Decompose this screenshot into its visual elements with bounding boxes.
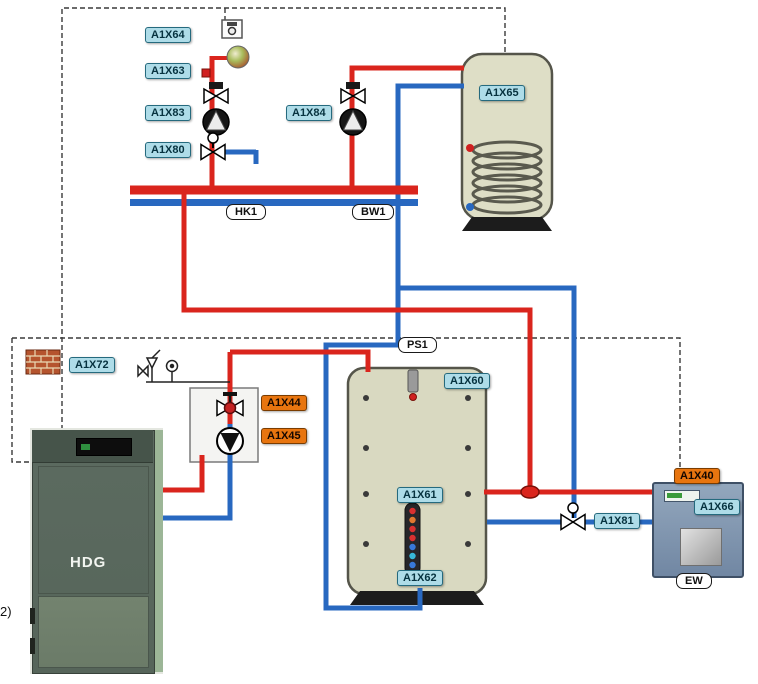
boiler-pump-icon: [216, 427, 244, 455]
controller-device-icon: [221, 19, 243, 39]
label-ew: EW: [676, 573, 712, 589]
label-a1x44: A1X44: [261, 395, 307, 411]
label-a1x63: A1X63: [145, 63, 191, 79]
label-a1x72: A1X72: [69, 357, 115, 373]
circulation-pump-icon: [520, 485, 540, 499]
tank-base: [462, 217, 552, 231]
boiler-logo: HDG: [70, 554, 107, 571]
hot-pipes: [130, 56, 654, 495]
pump-hk1-icon: [202, 108, 230, 136]
ew-heater-unit: [652, 482, 744, 578]
label-a1x61: A1X61: [397, 487, 443, 503]
label-a1x80: A1X80: [145, 142, 191, 158]
label-a1x83: A1X83: [145, 105, 191, 121]
buffer-tank: [346, 366, 488, 605]
boiler-lower-door: [38, 596, 149, 668]
label-a1x45: A1X45: [261, 428, 307, 444]
label-a1x65: A1X65: [479, 85, 525, 101]
valve-bw1-icon: [340, 82, 366, 105]
top-sensor-pocket-icon: [407, 369, 419, 393]
label-a1x62: A1X62: [397, 570, 443, 586]
chimney-brick-icon: [25, 349, 61, 375]
boiler-photo-edge: [155, 430, 163, 672]
dashed-connection-lines: [11, 7, 681, 484]
sensor-ball-icon: [226, 45, 250, 69]
boiler-display: [76, 438, 132, 456]
safety-group-icon: [137, 349, 230, 383]
tank-bolts: [363, 395, 471, 547]
valve-hk1-icon: [203, 82, 229, 105]
footnote-text: 2): [0, 604, 12, 619]
label-a1x64: A1X64: [145, 27, 191, 43]
coil-hot-port: [466, 144, 474, 152]
tank-base: [350, 591, 484, 605]
pipe-sensor-tap: [201, 68, 211, 78]
boiler-hinge: [30, 608, 35, 624]
hot-water-tank: [460, 52, 554, 231]
label-a1x66: A1X66: [694, 499, 740, 515]
mixing-valve-hk1-icon: [200, 132, 226, 161]
label-a1x40: A1X40: [674, 468, 720, 484]
label-a1x81: A1X81: [594, 513, 640, 529]
coil-cold-port: [466, 203, 474, 211]
pump-bw1-icon: [339, 108, 367, 136]
heat-exchanger-coil-icon: [471, 140, 543, 215]
boiler-door: [38, 466, 149, 594]
boiler-mixing-valve-icon: [216, 392, 244, 417]
ew-display: [664, 490, 700, 502]
sensor-rail-icon: [404, 502, 421, 576]
label-ps1: PS1: [398, 337, 437, 353]
mixing-valve-ew-icon: [560, 502, 586, 531]
buffer-top-sensor-dot: [409, 393, 417, 401]
boiler-image: HDG: [30, 428, 163, 674]
label-a1x60: A1X60: [444, 373, 490, 389]
ew-cover-plate: [680, 528, 722, 566]
boiler-hinge: [30, 638, 35, 654]
label-a1x84: A1X84: [286, 105, 332, 121]
label-bw1: BW1: [352, 204, 395, 220]
cold-pipes: [130, 83, 654, 611]
label-hk1: HK1: [226, 204, 267, 220]
